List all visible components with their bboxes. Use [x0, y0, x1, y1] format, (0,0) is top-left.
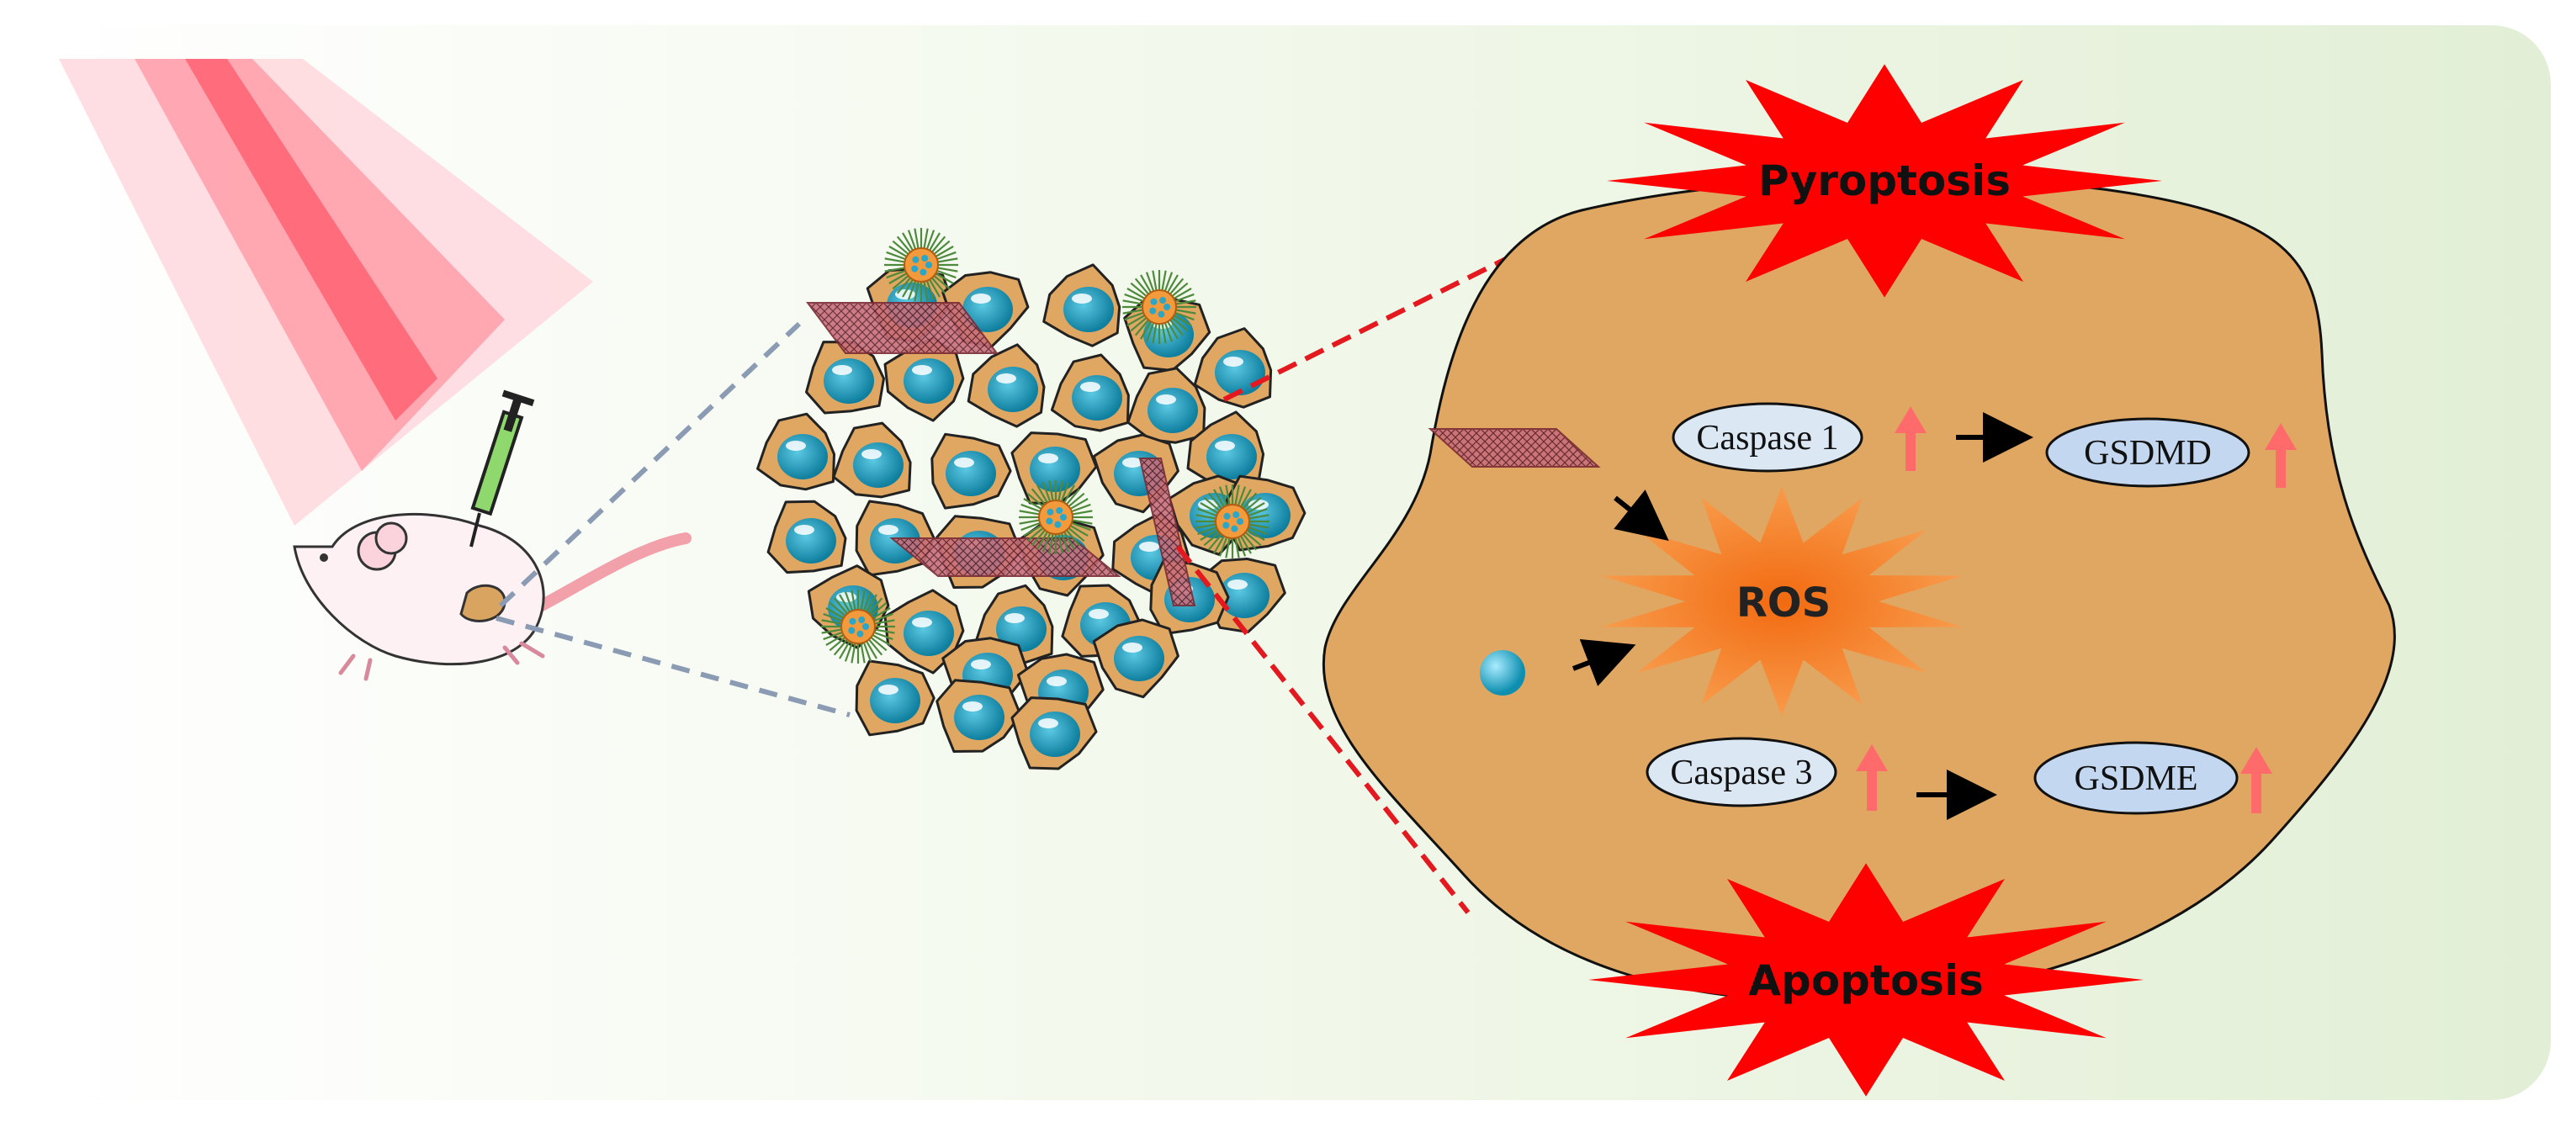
mouse-icon — [293, 512, 692, 681]
tumor-cell — [1050, 353, 1130, 432]
caspase3-up-arrow-icon — [1856, 744, 1888, 811]
tumor-cell — [1092, 618, 1179, 699]
nanoparticle — [1019, 480, 1093, 554]
tumor-cell — [805, 341, 885, 415]
tumor-cell — [930, 432, 1012, 510]
tumor-cell — [1126, 367, 1206, 444]
tumor-cell — [883, 589, 965, 675]
tumor-cell — [1193, 327, 1273, 409]
zoom-line-upper — [498, 321, 802, 608]
nanoparticle — [1122, 270, 1196, 344]
ros-label: ROS — [1736, 579, 1831, 627]
tumor-cell — [1010, 696, 1098, 770]
laser-beam-icon — [59, 59, 593, 526]
syringe-icon — [469, 389, 535, 548]
tumor-cell — [967, 343, 1046, 428]
tumor-cell — [1042, 263, 1121, 347]
zoom-line-red-upper — [1222, 223, 1575, 402]
pyroptosis-label: Pyroptosis — [1758, 156, 2011, 205]
caspase1-label: Caspase 1 — [1696, 419, 1838, 458]
caspase3-ellipse — [1646, 737, 1837, 807]
arrow-sheet-to-ros — [1614, 489, 1669, 541]
gsdmd-label: GSDMD — [2084, 434, 2212, 473]
gsdmd-up-arrow-icon — [2265, 423, 2297, 488]
ros-burst: ROS — [1601, 486, 1963, 717]
nanoparticle — [1195, 484, 1269, 558]
gsdmd-ellipse — [2045, 417, 2250, 488]
gsdme-up-arrow-icon — [2240, 747, 2272, 813]
arrow-sphere-to-ros — [1572, 638, 1636, 686]
caspase1-up-arrow-icon — [1895, 406, 1927, 471]
tumor-cell — [855, 659, 936, 737]
gsdme-ellipse — [2033, 741, 2239, 815]
gsdme-label: GSDME — [2074, 759, 2197, 798]
tumor-cell — [883, 336, 965, 422]
tumor-cell — [756, 412, 835, 491]
tumor-cell — [832, 421, 912, 499]
tumor-cell — [766, 500, 847, 574]
nanosheet-inside-icon — [1428, 428, 1601, 468]
zoom-line-red-lower — [1175, 545, 1471, 914]
caspase3-label: Caspase 3 — [1670, 754, 1812, 792]
apoptosis-burst: Apoptosis — [1588, 863, 2144, 1097]
caspase1-ellipse — [1672, 402, 1863, 473]
nanoparticle — [821, 590, 895, 664]
apoptosis-label: Apoptosis — [1748, 956, 1984, 1005]
tumor-cell — [1186, 410, 1265, 496]
sphere-particle-icon — [1480, 650, 1525, 696]
nanoparticle-icon — [821, 228, 1269, 664]
pyroptosis-burst: Pyroptosis — [1607, 64, 2162, 298]
zoom-line-lower — [496, 616, 851, 717]
nanoparticle — [884, 228, 958, 302]
tumor-cell — [936, 679, 1022, 753]
